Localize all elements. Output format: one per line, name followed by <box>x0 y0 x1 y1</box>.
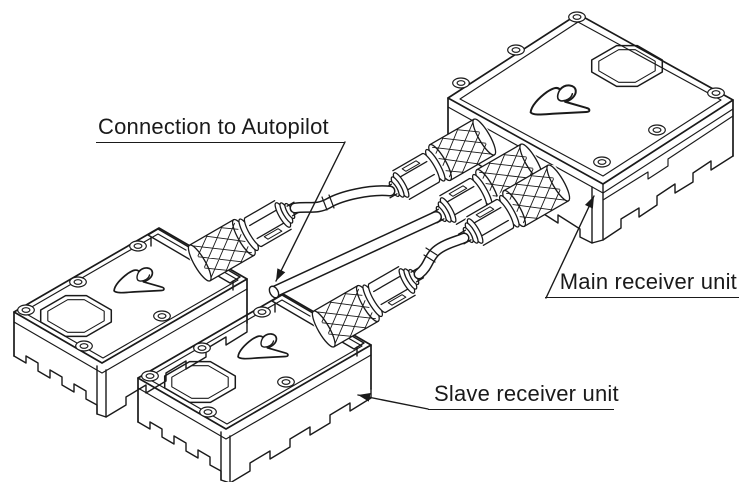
autopilot-cable-drawing <box>268 211 442 299</box>
leader-slave-receiver <box>357 393 429 410</box>
screw-boss <box>507 44 525 56</box>
cable-cut-end <box>268 285 280 299</box>
leader-autopilot <box>275 141 346 282</box>
callout-autopilot-label: Connection to Autopilot <box>96 115 345 143</box>
screw-boss <box>707 87 725 99</box>
drawing-root <box>14 11 734 482</box>
cable-slave1-to-main <box>289 185 396 214</box>
main-receiver-unit-drawing <box>376 11 734 258</box>
cable-gland <box>182 188 308 286</box>
callout-main-receiver-label: Main receiver unit <box>545 270 739 298</box>
callout-leaders <box>275 141 595 410</box>
leader-main-receiver <box>545 195 595 299</box>
slave-receiver-unit-1-drawing <box>14 188 308 417</box>
screw-boss <box>452 77 470 89</box>
screw-boss <box>648 124 666 136</box>
antenna-recess <box>590 44 664 88</box>
screw-boss <box>593 156 611 168</box>
screw-boss <box>568 11 586 23</box>
cable-slave2-to-main <box>413 232 470 280</box>
hand-logo-icon <box>525 80 591 127</box>
callout-slave-receiver-label: Slave receiver unit <box>428 382 619 410</box>
